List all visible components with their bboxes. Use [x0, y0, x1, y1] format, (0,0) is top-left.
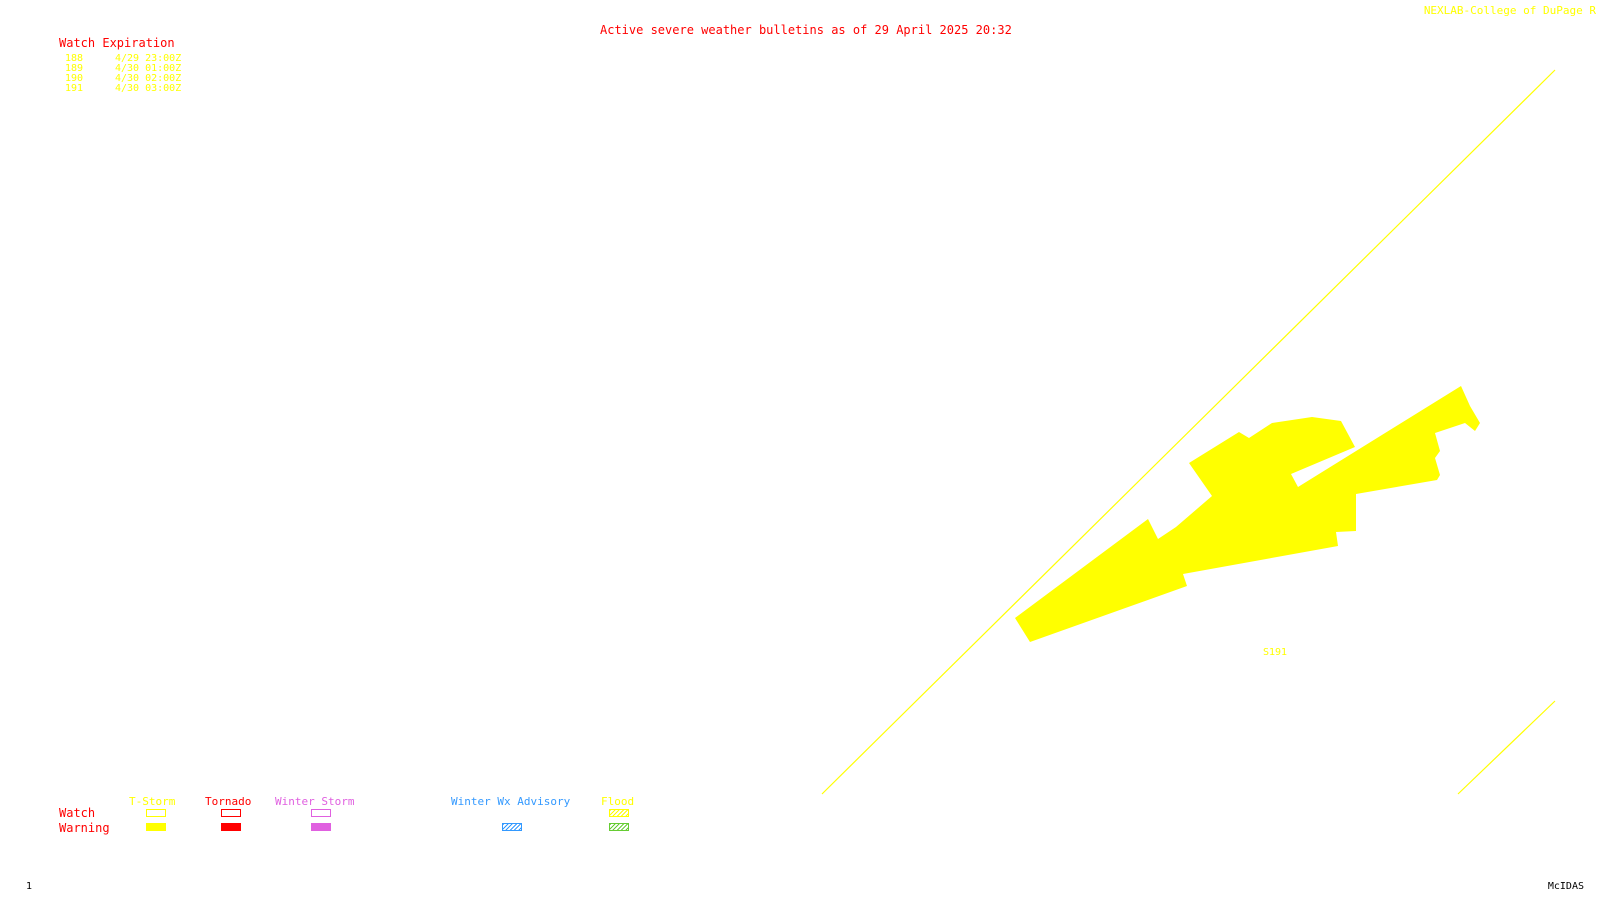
legend-warning-row-label: Warning — [59, 821, 110, 835]
legend-tornado-watch-swatch — [221, 809, 241, 817]
watch-expiration-list: 188 4/29 23:00Z 189 4/30 01:00Z 190 4/30… — [65, 54, 181, 94]
watch-expiry: 4/30 03:00Z — [115, 83, 182, 94]
legend-flood-label: Flood — [601, 795, 635, 808]
legend-winter-storm-watch-swatch — [311, 809, 331, 817]
watch-number: 191 — [65, 83, 84, 94]
watch-boundary-line-lower — [1457, 700, 1556, 795]
legend-tstorm-watch-swatch — [146, 809, 166, 817]
watch-item: 190 4/30 02:00Z — [65, 74, 181, 84]
watch-area-label: S191 — [1263, 647, 1288, 658]
legend-tornado-warning-swatch — [221, 823, 241, 831]
watch-boundary-line — [821, 69, 1556, 795]
credit-label: NEXLAB-College of DuPage R — [1423, 4, 1596, 17]
legend-tornado-label: Tornado — [205, 795, 252, 808]
legend-watch-row-label: Watch — [59, 806, 96, 820]
watch-expiry: 4/29 23:00Z — [115, 53, 182, 64]
watch-expiration-heading: Watch Expiration — [59, 36, 175, 50]
legend-tstorm-warning-swatch — [146, 823, 166, 831]
legend-flood-warning-swatch — [609, 823, 629, 831]
frame-number: 1 — [26, 881, 33, 892]
legend-winter-wx-advisory-swatch — [502, 823, 522, 831]
legend-winter-wx-advisory-label: Winter Wx Advisory — [451, 795, 571, 808]
watch-expiry: 4/30 02:00Z — [115, 73, 182, 84]
software-label: McIDAS — [1547, 881, 1584, 892]
legend-winter-storm-label: Winter Storm — [275, 795, 355, 808]
watch-number: 189 — [65, 63, 84, 74]
watch-item: 188 4/29 23:00Z — [65, 54, 181, 64]
legend-tstorm-label: T-Storm — [129, 795, 176, 808]
watch-item: 189 4/30 01:00Z — [65, 64, 181, 74]
watch-number: 188 — [65, 53, 84, 64]
watch-number: 190 — [65, 73, 84, 84]
bulletin-title: Active severe weather bulletins as of 29… — [600, 23, 1012, 37]
watch-expiry: 4/30 01:00Z — [115, 63, 182, 74]
legend-winter-storm-warning-swatch — [311, 823, 331, 831]
tstorm-warning-area — [1015, 386, 1480, 642]
legend-flood-watch-swatch — [609, 809, 629, 817]
watch-item: 191 4/30 03:00Z — [65, 84, 181, 94]
